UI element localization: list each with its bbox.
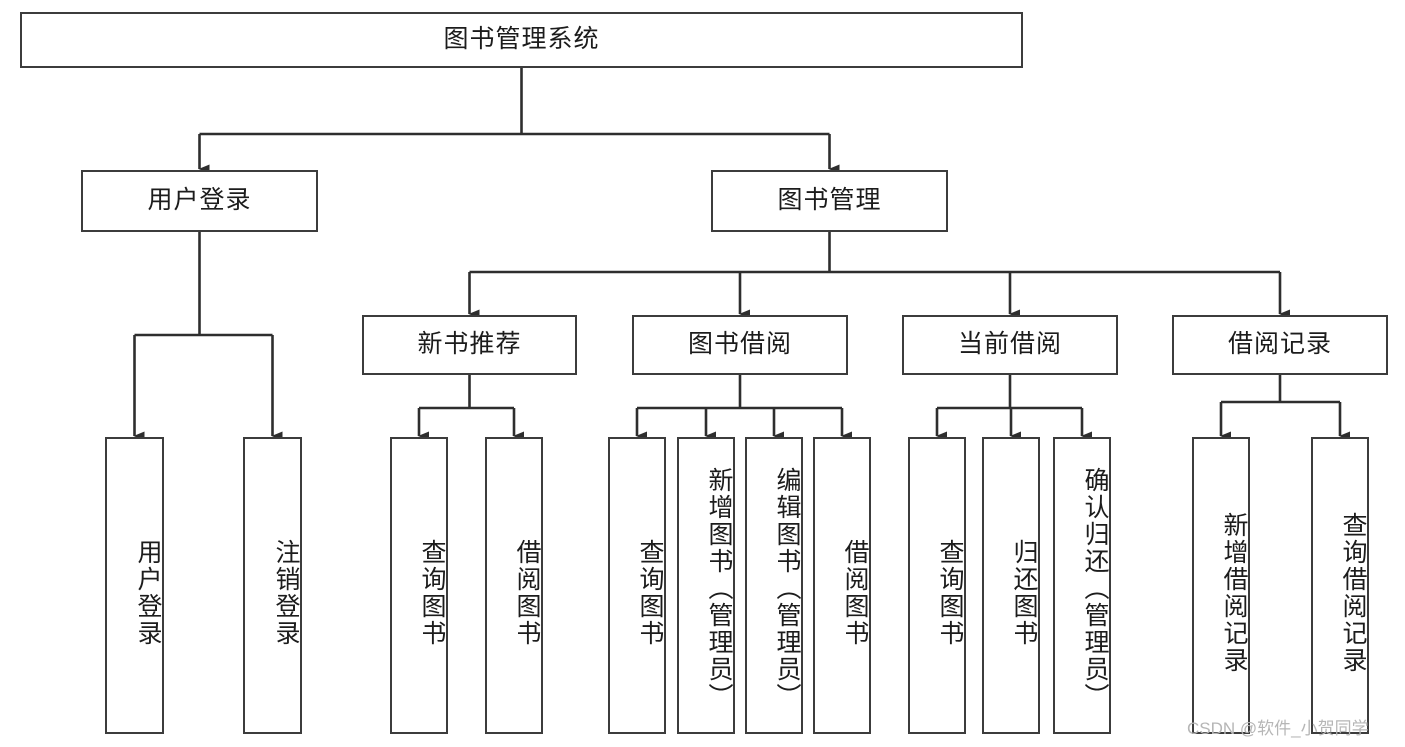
node-leaf-add-record[interactable]: 新增借阅记录 [1192,437,1250,734]
node-label: 查询图书 [418,538,446,647]
node-borrow-record[interactable]: 借阅记录 [1172,315,1388,375]
node-book-borrow[interactable]: 图书借阅 [632,315,848,375]
node-leaf-edit-book[interactable]: 编辑图书（管理员） [745,437,803,734]
node-leaf-query-record[interactable]: 查询借阅记录 [1311,437,1369,734]
node-label: 借阅图书 [513,538,541,647]
node-root-system[interactable]: 图书管理系统 [20,12,1023,68]
node-label: 借阅图书 [841,538,869,647]
node-current-borrow[interactable]: 当前借阅 [902,315,1118,375]
node-label: 当前借阅 [957,330,1062,359]
node-label: 新书推荐 [417,330,522,359]
node-label: 借阅记录 [1227,330,1332,359]
node-book-manage[interactable]: 图书管理 [711,170,948,232]
node-label: 确认归还（管理员） [1081,467,1109,710]
node-label: 用户登录 [147,186,252,215]
watermark-credit: CSDN @软件_小贺同学 [1187,719,1369,738]
node-leaf-user-login[interactable]: 用户登录 [105,437,164,734]
node-label: 图书借阅 [687,330,792,359]
node-leaf-borrow-book-bb[interactable]: 借阅图书 [813,437,871,734]
node-label: 查询图书 [636,538,664,647]
node-label: 归还图书 [1010,538,1038,647]
node-leaf-logout[interactable]: 注销登录 [243,437,302,734]
node-label: 注销登录 [272,538,300,647]
node-label: 图书管理系统 [443,25,600,54]
node-label: 新增图书（管理员） [705,467,733,710]
node-user-login[interactable]: 用户登录 [81,170,318,232]
node-label: 查询图书 [936,538,964,647]
node-leaf-borrow-book-rec[interactable]: 借阅图书 [485,437,543,734]
node-leaf-query-book-rec[interactable]: 查询图书 [390,437,448,734]
node-leaf-query-book-bb[interactable]: 查询图书 [608,437,666,734]
node-leaf-add-book[interactable]: 新增图书（管理员） [677,437,735,734]
node-label: 编辑图书（管理员） [773,467,801,710]
node-leaf-return-book[interactable]: 归还图书 [982,437,1040,734]
node-label: 图书管理 [777,186,882,215]
node-label: 用户登录 [134,538,162,647]
node-label: 查询借阅记录 [1339,511,1367,674]
node-leaf-query-book-cb[interactable]: 查询图书 [908,437,966,734]
node-new-book-rec[interactable]: 新书推荐 [362,315,577,375]
node-leaf-confirm-return[interactable]: 确认归还（管理员） [1053,437,1111,734]
node-label: 新增借阅记录 [1220,511,1248,674]
